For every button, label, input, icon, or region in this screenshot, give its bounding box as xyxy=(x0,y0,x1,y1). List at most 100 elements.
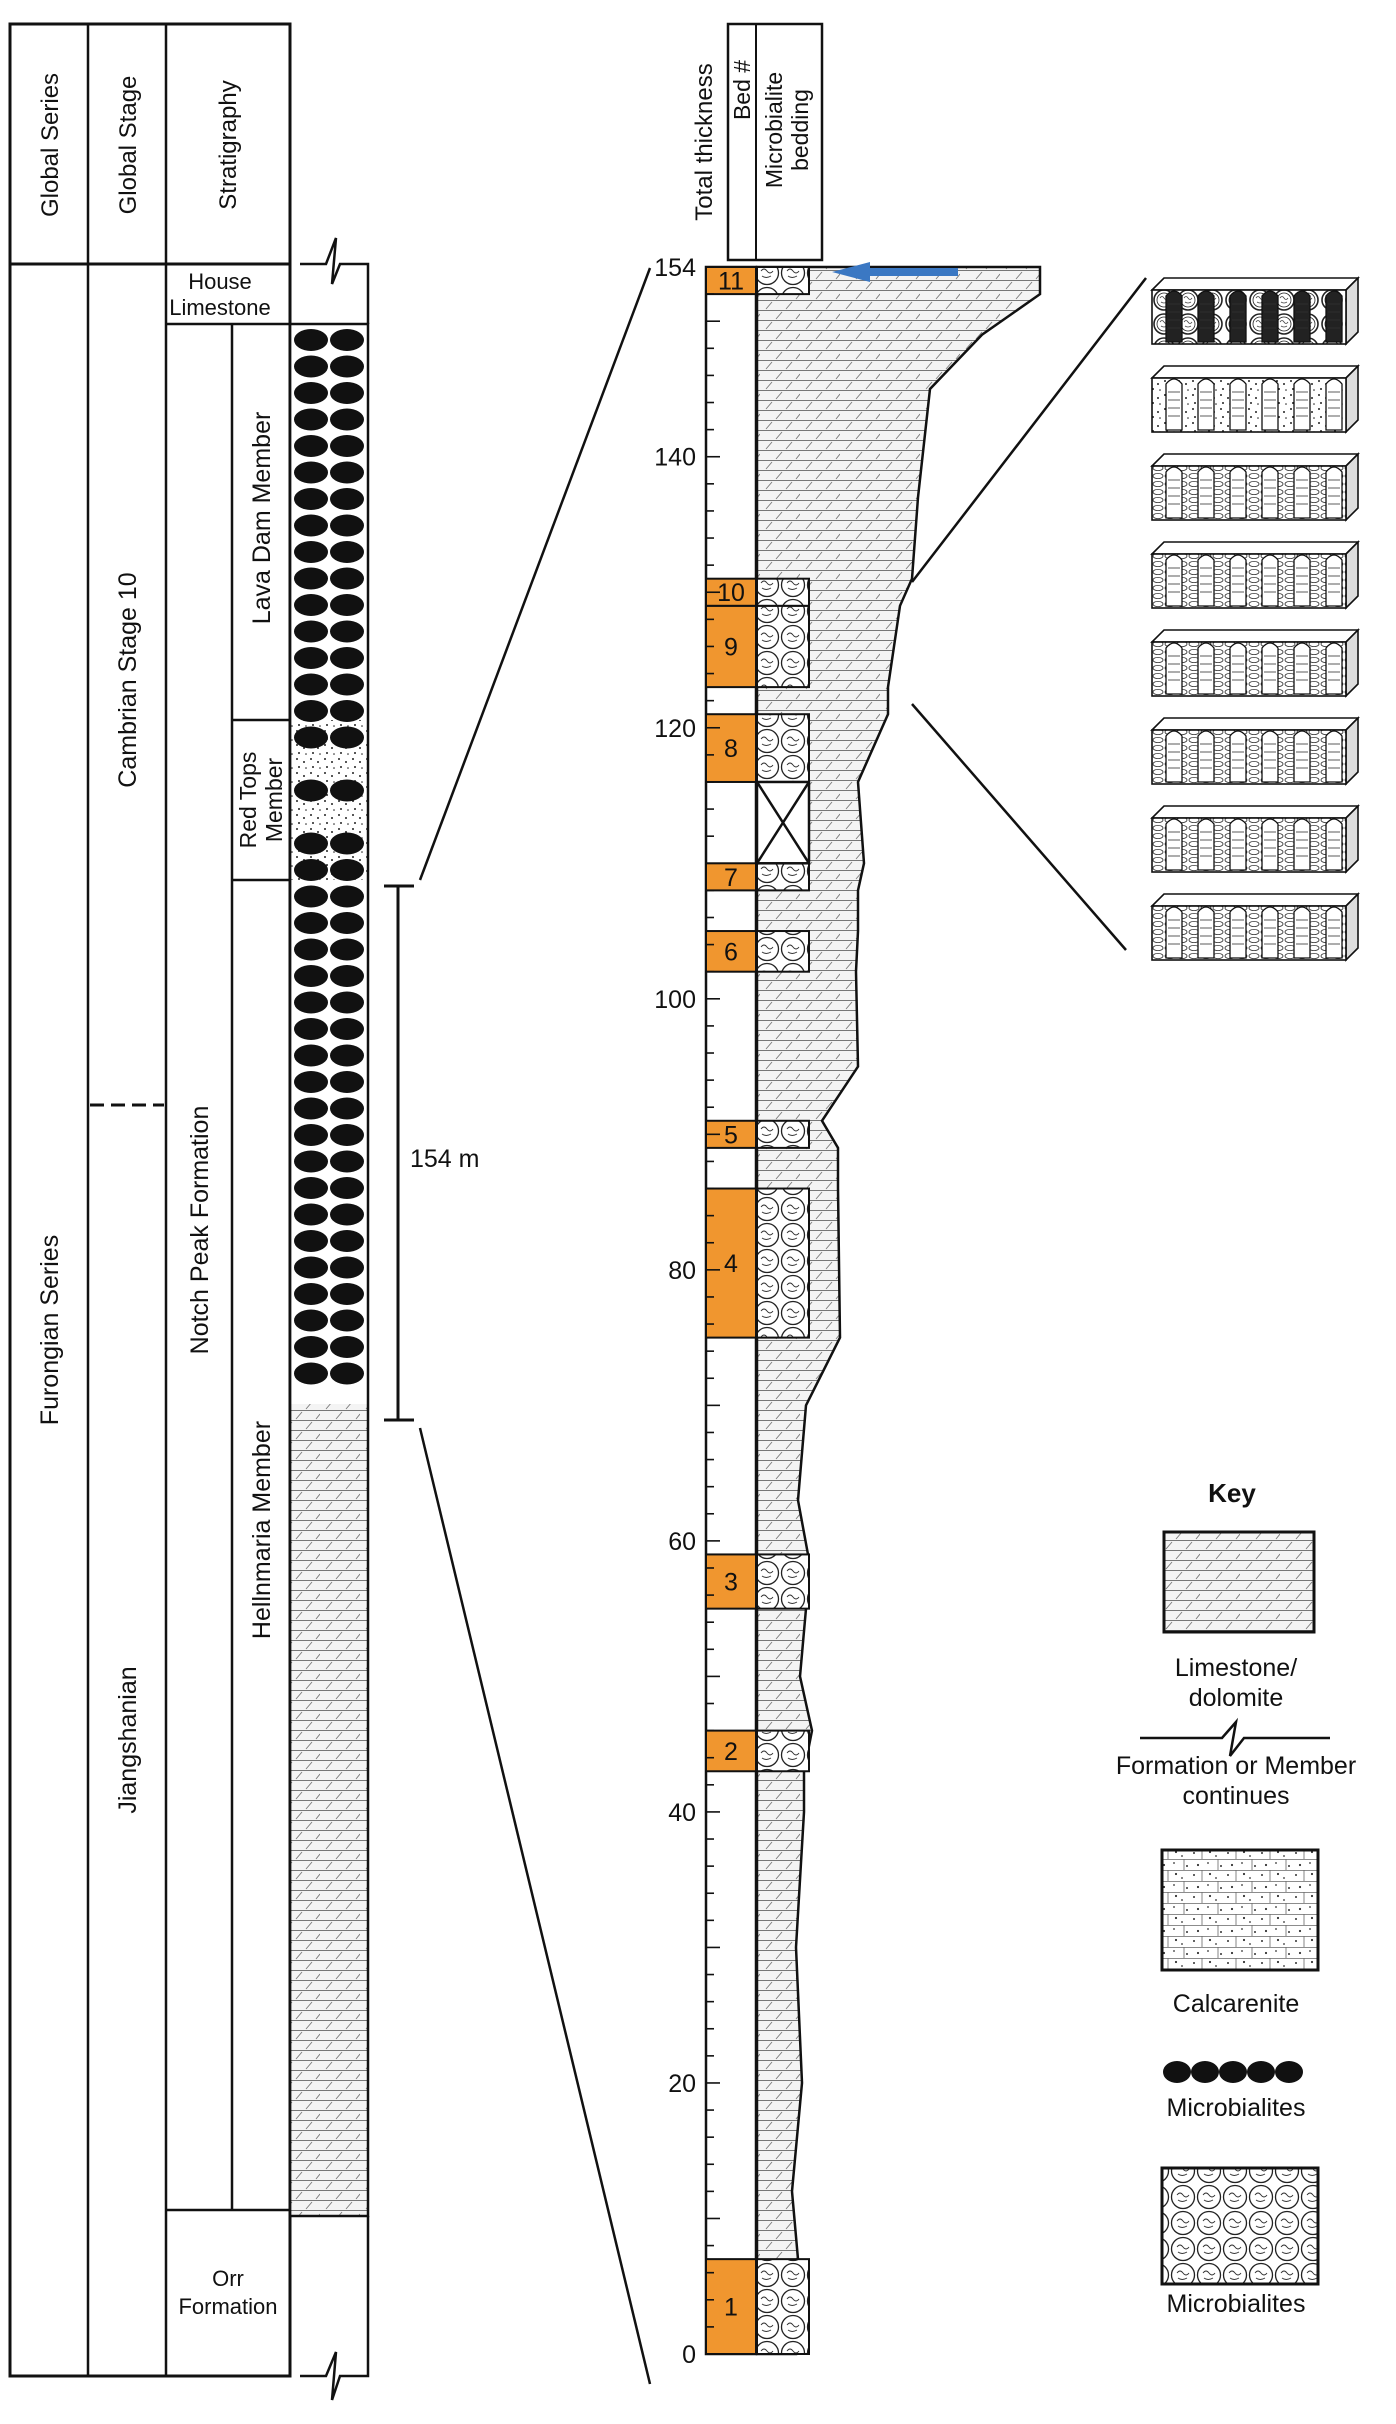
microbialite-ellipse xyxy=(294,1230,328,1252)
microbialite-ellipse xyxy=(330,912,364,934)
bed-label: 6 xyxy=(724,938,738,966)
correlation-lines xyxy=(418,267,652,2385)
microbialite-ellipse xyxy=(294,1018,328,1040)
bed-microbialite-fill xyxy=(756,266,810,296)
bed-label: 10 xyxy=(717,579,745,607)
bed-microbialite-fill xyxy=(756,2258,810,2356)
legend-label-microbialites-2: Microbialites xyxy=(1167,2290,1306,2318)
axis-tick-label: 40 xyxy=(668,1799,696,1827)
limestone-profile xyxy=(755,265,1042,2356)
bed-label: 8 xyxy=(724,735,738,763)
microbialite-ellipse xyxy=(330,329,364,351)
microbialite-ellipse xyxy=(294,700,328,722)
header-global-stage: Global Stage xyxy=(115,76,142,215)
microbialite-ellipse xyxy=(294,461,328,484)
microbialite-ellipse xyxy=(330,1230,364,1252)
bed-box xyxy=(705,604,757,689)
bed-microbialite-fill xyxy=(756,1119,810,1149)
detail-fan-lines xyxy=(911,277,1147,951)
bed-microbialite-fill xyxy=(756,1553,810,1610)
microbialite-ellipse xyxy=(294,1256,328,1279)
microbialite-ellipse xyxy=(294,567,328,590)
microbialite-ellipse xyxy=(294,594,328,616)
axis-tick-label: 0 xyxy=(682,2341,696,2369)
arrow-indicator xyxy=(832,262,958,282)
block-diagram xyxy=(1150,628,1360,698)
covered-interval-cross xyxy=(755,781,811,864)
microbialite-ellipse xyxy=(330,1124,364,1146)
microbialite-ellipse xyxy=(294,885,328,908)
bed-microbialite-fill xyxy=(756,930,810,973)
label-red-tops-member: Red TopsMember xyxy=(235,752,287,849)
axis-tick-label: 120 xyxy=(654,715,696,743)
left-column-labels: Global Series Global Stage Stratigraphy … xyxy=(36,73,287,2319)
block-diagram xyxy=(1150,452,1360,522)
block-diagram xyxy=(1150,276,1360,346)
microbialite-ellipse xyxy=(330,938,364,961)
microbialite-ellipse xyxy=(330,382,364,404)
label-notch-peak-formation: Notch Peak Formation xyxy=(186,1106,214,1355)
microbialite-ellipse xyxy=(330,1044,364,1067)
legend-title: Key xyxy=(1208,1478,1256,1508)
bed-label: 3 xyxy=(724,1569,738,1597)
bed-microbialite-fill xyxy=(756,713,810,783)
microbialite-ellipse xyxy=(330,991,364,1014)
microbialite-ellipse xyxy=(294,1044,328,1067)
microbialite-ellipse xyxy=(330,1283,364,1305)
header-stratigraphy: Stratigraphy xyxy=(215,80,242,209)
microbialite-ellipse xyxy=(330,355,364,378)
microbialite-ellipse xyxy=(294,673,328,696)
header-global-series: Global Series xyxy=(37,73,64,217)
microbialite-ellipse xyxy=(330,1150,364,1173)
microbialite-ellipse xyxy=(294,938,328,961)
microbialite-ellipse xyxy=(330,1018,364,1040)
calcarenite-pattern-icon xyxy=(1160,1848,1320,1972)
microbialite-ellipse xyxy=(294,1097,328,1120)
microbialite-ellipse xyxy=(330,1362,364,1385)
label-furongian-series: Furongian Series xyxy=(36,1235,64,1425)
header-total-thickness: Total thickness xyxy=(691,63,718,220)
microbialite-ellipse xyxy=(294,965,328,987)
microbialite-ellipse xyxy=(330,647,364,669)
axis-tick-label: 60 xyxy=(668,1528,696,1556)
microbialite-ellipse xyxy=(294,859,328,881)
bed-label: 1 xyxy=(724,2294,738,2322)
block-diagram xyxy=(1150,892,1360,962)
microbialite-ellipse xyxy=(294,1071,328,1093)
microbialite-ellipse xyxy=(330,1203,364,1226)
header-bed-number: Bed # xyxy=(729,60,755,120)
microbialite-ellipse xyxy=(330,1336,364,1358)
microbialite-ellipse xyxy=(330,594,364,616)
microbialite-ellipse xyxy=(330,1071,364,1093)
microbialite-ellipse xyxy=(294,488,328,510)
bed-label: 2 xyxy=(724,1738,738,1766)
bed-label: 9 xyxy=(724,633,738,661)
axis-tick-label: 20 xyxy=(668,2070,696,2098)
bed-microbialite-fill xyxy=(756,862,810,892)
microbialite-ellipse xyxy=(294,912,328,934)
bed-microbialite-fill xyxy=(756,577,810,607)
microbialite-ellipse xyxy=(330,859,364,881)
column-frame xyxy=(8,22,292,2378)
block-diagram xyxy=(1150,540,1360,610)
microbialite-ellipse xyxy=(294,329,328,351)
header-microbialite-bedding: Microbialitebedding xyxy=(761,72,813,188)
microbialite-ellipse xyxy=(294,1336,328,1358)
break-line-icon xyxy=(1140,1717,1330,1757)
microbialite-ellipse xyxy=(330,1097,364,1120)
microbialite-ellipse xyxy=(330,1309,364,1332)
break-line-top xyxy=(300,237,370,324)
microbialite-ellipse xyxy=(330,885,364,908)
microbialite-ellipse xyxy=(330,673,364,696)
block-diagram xyxy=(1150,716,1360,786)
microbialite-ellipse xyxy=(330,779,364,802)
axis-tick-label: 100 xyxy=(654,986,696,1014)
left-column xyxy=(8,22,292,2378)
microbialite-ellipse xyxy=(294,541,328,563)
microbialite-ellipse xyxy=(294,779,328,802)
break-line-bottom xyxy=(300,2216,370,2401)
